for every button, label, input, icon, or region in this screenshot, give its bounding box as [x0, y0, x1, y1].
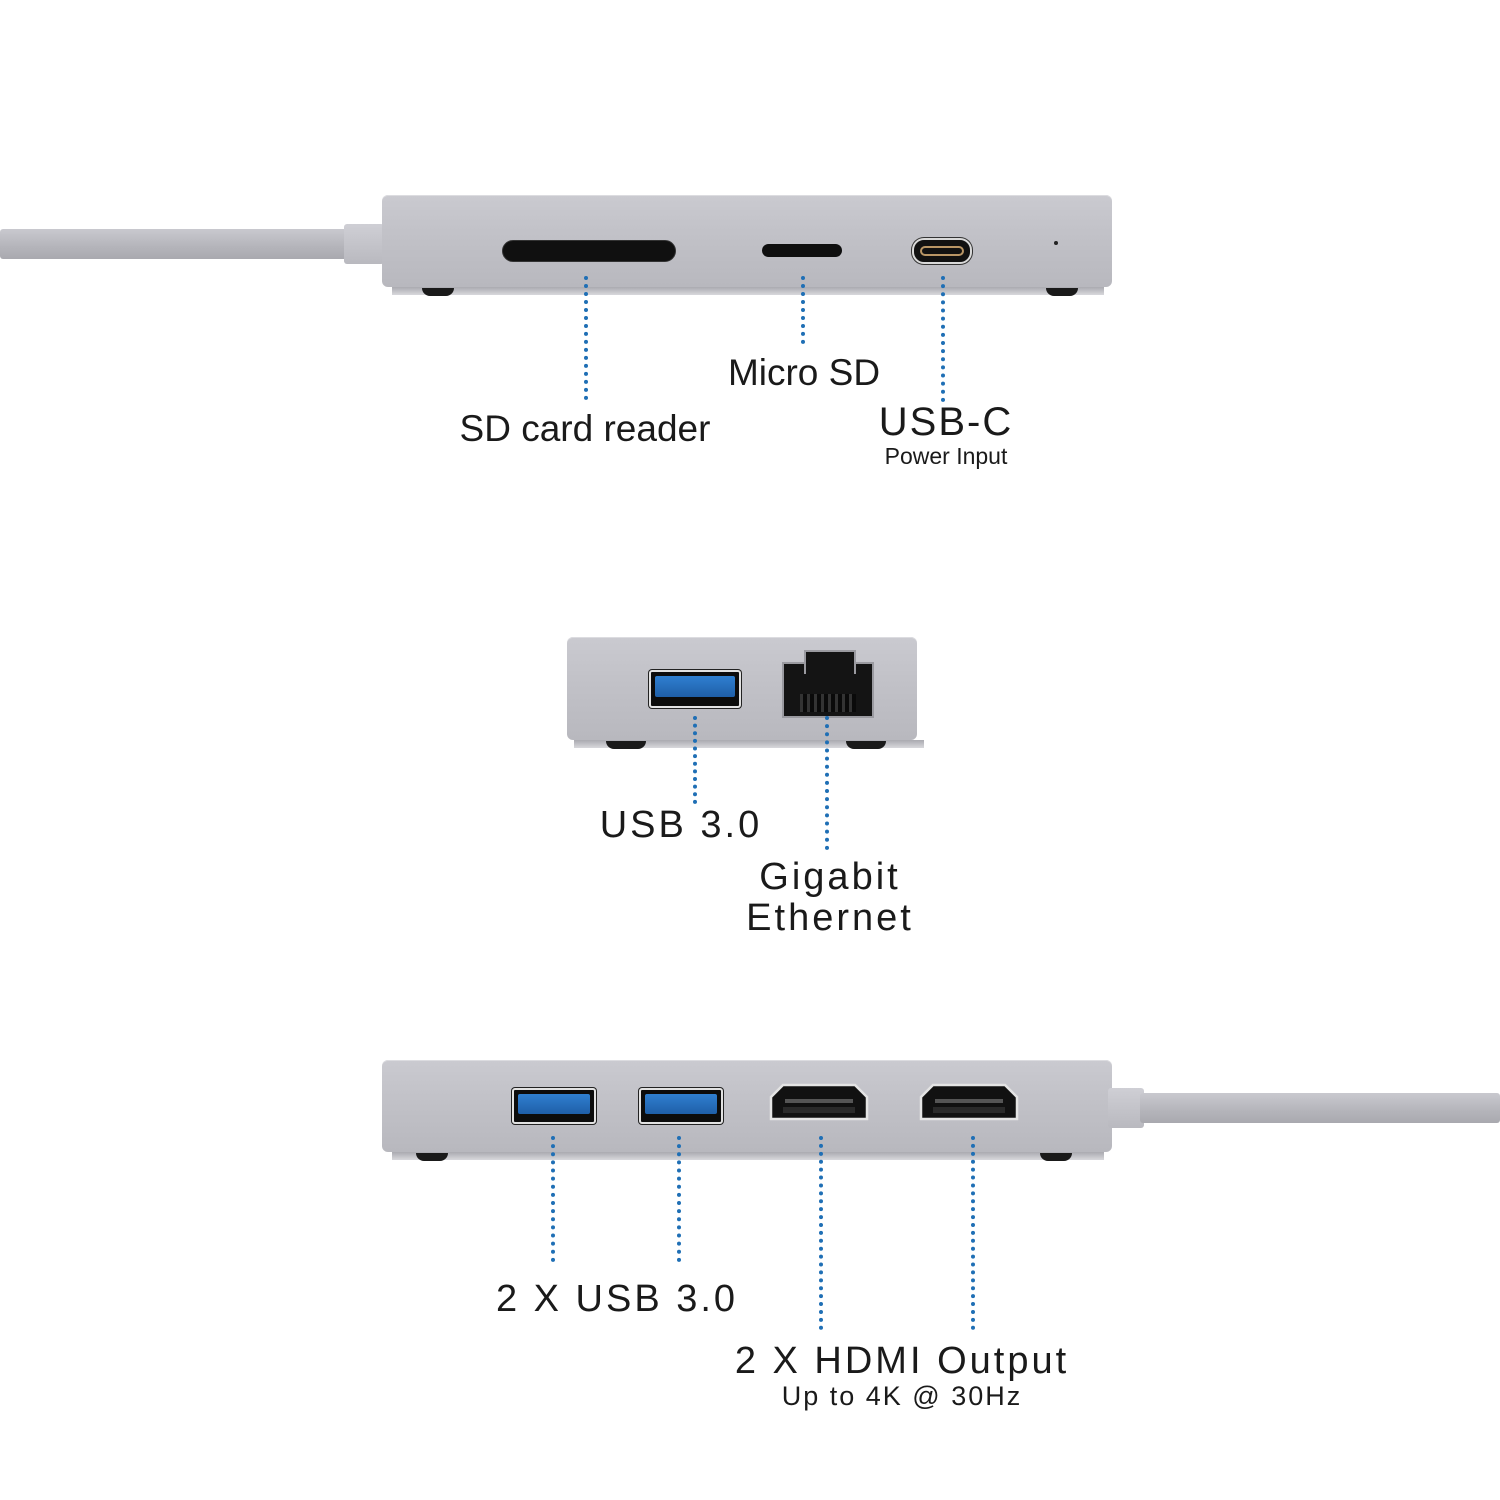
usb-c-cable — [0, 229, 352, 259]
label-gigabit: Gigabit — [759, 856, 901, 898]
usb-c-cable — [1140, 1093, 1500, 1123]
label-sd-card-reader: SD card reader — [459, 408, 711, 449]
sd-card-slot-icon — [502, 240, 676, 262]
leader-line-sd — [584, 276, 588, 400]
label-usb-3: USB 3.0 — [599, 804, 763, 846]
label-2x-usb-3: 2 X USB 3.0 — [495, 1278, 739, 1320]
cable-plug-neck — [344, 224, 384, 264]
micro-sd-slot-icon — [762, 244, 842, 257]
leader-line-usb3-a — [551, 1136, 555, 1262]
rubber-foot — [1040, 1153, 1072, 1161]
hub-base-shadow — [392, 287, 1104, 295]
label-micro-sd: Micro SD — [727, 352, 881, 393]
hub-body-front — [382, 195, 1112, 287]
sublabel-power-input: Power Input — [884, 443, 1008, 469]
leader-line-ethernet — [825, 716, 829, 850]
rubber-foot — [416, 1153, 448, 1161]
label-2x-hdmi-output: 2 X HDMI Output — [734, 1340, 1070, 1382]
rubber-foot — [1046, 288, 1078, 296]
sublabel-4k-30hz: Up to 4K @ 30Hz — [781, 1381, 1023, 1411]
leader-line-hdmi-a — [819, 1136, 823, 1330]
usb-3-port-icon — [639, 1088, 723, 1124]
leader-line-usb3 — [693, 716, 697, 804]
rubber-foot — [606, 741, 646, 749]
usb-3-port-icon — [512, 1088, 596, 1124]
leader-line-usb3-b — [677, 1136, 681, 1262]
label-usb-c: USB-C — [878, 400, 1014, 444]
hub-base-shadow — [574, 740, 924, 748]
rubber-foot — [422, 288, 454, 296]
hub-base-shadow — [392, 1152, 1104, 1160]
usb-c-port-icon — [912, 238, 972, 264]
leader-line-microsd — [801, 276, 805, 344]
leader-line-usbc — [941, 276, 945, 402]
rubber-foot — [846, 741, 886, 749]
hdmi-port-icon — [919, 1083, 1019, 1121]
ethernet-port-icon — [782, 650, 874, 718]
label-ethernet: Ethernet — [746, 897, 914, 939]
status-led-icon — [1054, 241, 1058, 245]
cable-plug-neck — [1108, 1088, 1144, 1128]
usb-3-port-icon — [649, 670, 741, 708]
leader-line-hdmi-b — [971, 1136, 975, 1330]
hdmi-port-icon — [769, 1083, 869, 1121]
